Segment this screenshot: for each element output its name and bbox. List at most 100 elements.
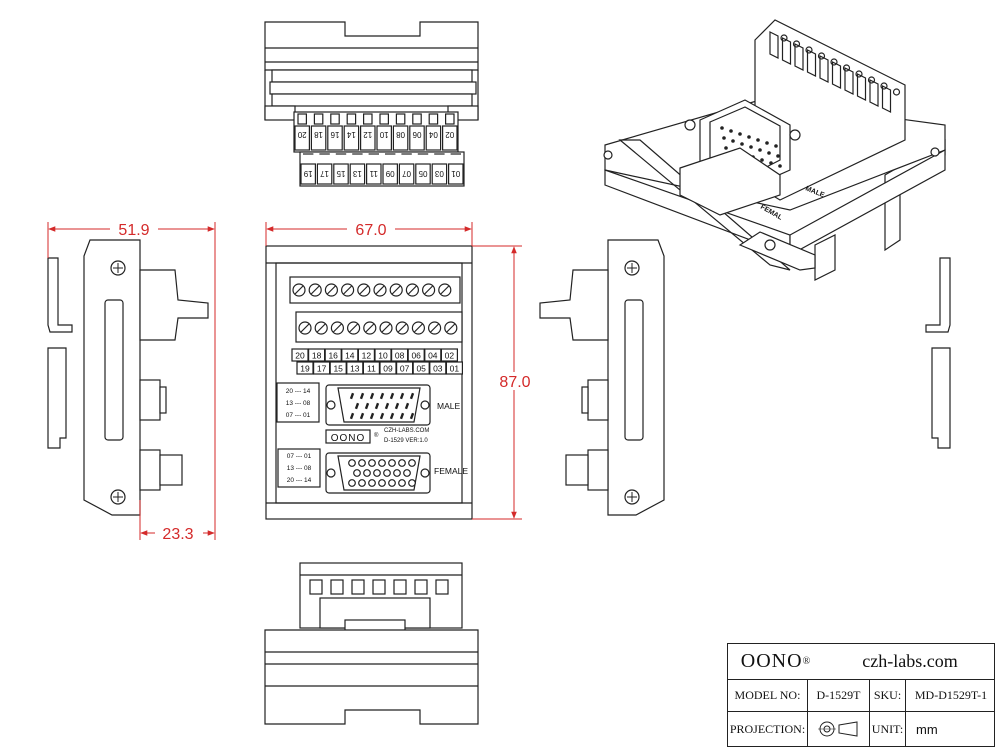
top-screw-slot xyxy=(412,113,422,125)
iso-terminal-screw xyxy=(855,70,863,78)
front-logo-mark: ® xyxy=(374,432,379,439)
front-even-terminal-label: 20 xyxy=(295,351,305,361)
front-even-terminal-label: 12 xyxy=(362,351,372,361)
iso-terminal-slot xyxy=(806,49,817,77)
iso-pin xyxy=(760,158,764,162)
top-screw-slot xyxy=(395,113,406,125)
top-odd-label: 09 xyxy=(385,169,394,178)
top-odd-terminal xyxy=(316,163,333,185)
dim-side-depth: 23.3 xyxy=(162,526,193,543)
front-even-terminal-label: 04 xyxy=(428,351,438,361)
front-odd-terminal-box xyxy=(445,361,463,375)
male-pin xyxy=(379,392,385,400)
front-upper-screw-slot xyxy=(375,285,385,295)
top-even-label: 20 xyxy=(297,130,306,139)
iso-pin xyxy=(749,145,753,149)
top-odd-label: 17 xyxy=(320,169,329,178)
front-odd-terminal-box xyxy=(396,361,414,375)
title-block: OONO® czh-labs.com MODEL NO: D-1529T SKU… xyxy=(727,643,995,747)
iso-pin xyxy=(756,138,760,142)
front-even-terminal-box xyxy=(440,348,458,362)
front-odd-terminal-label: 01 xyxy=(450,364,460,374)
male-range-2: 07 --- 01 xyxy=(286,412,311,419)
male-pin xyxy=(379,412,385,420)
bottom-terminal-slot xyxy=(351,579,365,595)
first-angle-projection-icon xyxy=(808,712,870,746)
male-range-0: 20 --- 14 xyxy=(286,388,311,395)
front-upper-screw-slot xyxy=(391,285,401,295)
top-odd-terminal xyxy=(333,163,349,185)
top-even-label: 04 xyxy=(428,130,437,139)
front-odd-terminal-label: 11 xyxy=(367,364,376,374)
front-odd-terminal-box xyxy=(346,361,364,375)
top-even-terminal xyxy=(294,125,310,151)
left-side-view xyxy=(47,239,209,516)
bottom-terminal-slot xyxy=(435,579,449,595)
top-odd-terminal xyxy=(349,163,366,185)
top-odd-label: 07 xyxy=(402,169,411,178)
front-even-terminal-label: 02 xyxy=(445,351,455,361)
front-upper-screw-slot xyxy=(424,285,434,295)
front-model-version: D-1529 VER:1.0 xyxy=(384,438,428,444)
dim-front-width: 67.0 xyxy=(355,222,386,239)
iso-terminal-screw xyxy=(805,46,813,54)
top-screw-slot xyxy=(330,113,340,125)
front-odd-terminal-label: 07 xyxy=(400,364,410,374)
female-socket xyxy=(353,469,361,477)
iso-pin xyxy=(747,135,751,139)
projection-symbol-svg xyxy=(817,721,857,737)
front-lower-screw-slot xyxy=(349,323,359,333)
front-even-terminal-label: 16 xyxy=(328,351,338,361)
iso-terminal-slot xyxy=(856,73,867,101)
front-logo: OONO xyxy=(331,433,366,444)
female-socket xyxy=(348,459,356,467)
female-socket xyxy=(388,459,396,467)
top-even-label: 10 xyxy=(379,130,388,139)
sku-value: MD-D1529T-1 xyxy=(914,688,988,702)
female-socket xyxy=(398,459,406,467)
front-even-terminal-box xyxy=(391,348,409,362)
iso-terminal-slot xyxy=(819,55,829,83)
male-pin xyxy=(369,392,375,400)
top-even-terminal xyxy=(442,125,458,151)
front-even-terminal-label: 08 xyxy=(395,351,405,361)
top-screw-slot xyxy=(346,113,357,125)
top-even-terminal xyxy=(327,125,343,151)
top-even-label: 18 xyxy=(314,130,323,139)
front-odd-terminal-label: 03 xyxy=(433,364,443,374)
front-odd-terminal-box xyxy=(362,361,380,375)
iso-pin xyxy=(774,144,778,148)
top-even-terminal xyxy=(343,125,360,151)
top-odd-label: 03 xyxy=(434,169,443,178)
front-odd-terminal-box xyxy=(313,361,331,375)
iso-terminal-slot xyxy=(844,67,854,95)
top-odd-label: 13 xyxy=(352,169,361,178)
top-even-label: 16 xyxy=(330,130,339,139)
front-upper-screw-slot xyxy=(440,285,450,295)
front-even-terminal-label: 06 xyxy=(411,351,421,361)
bottom-terminal-slot xyxy=(330,579,344,595)
top-even-terminal xyxy=(392,125,409,151)
iso-terminal-slot xyxy=(881,85,892,113)
front-odd-terminal-box xyxy=(296,361,314,375)
top-even-label: 02 xyxy=(445,130,454,139)
top-screw-slot xyxy=(313,113,324,125)
male-pin xyxy=(374,402,380,410)
top-even-terminal xyxy=(409,125,425,151)
iso-terminal-screw xyxy=(880,82,888,90)
front-odd-terminal-box xyxy=(429,361,447,375)
isometric-view xyxy=(603,19,946,281)
iso-terminal-screw xyxy=(817,52,826,60)
female-socket xyxy=(358,459,366,467)
front-upper-screw-slot xyxy=(343,285,353,295)
front-lower-screw-slot xyxy=(300,323,310,333)
female-range-0: 07 --- 01 xyxy=(287,453,312,460)
female-socket xyxy=(348,479,356,487)
female-socket xyxy=(393,469,401,477)
bottom-terminal-slot xyxy=(372,579,386,595)
male-pin xyxy=(359,392,365,400)
top-even-terminal xyxy=(310,125,327,151)
iso-terminal-screw xyxy=(892,88,901,96)
male-pin xyxy=(399,412,405,420)
